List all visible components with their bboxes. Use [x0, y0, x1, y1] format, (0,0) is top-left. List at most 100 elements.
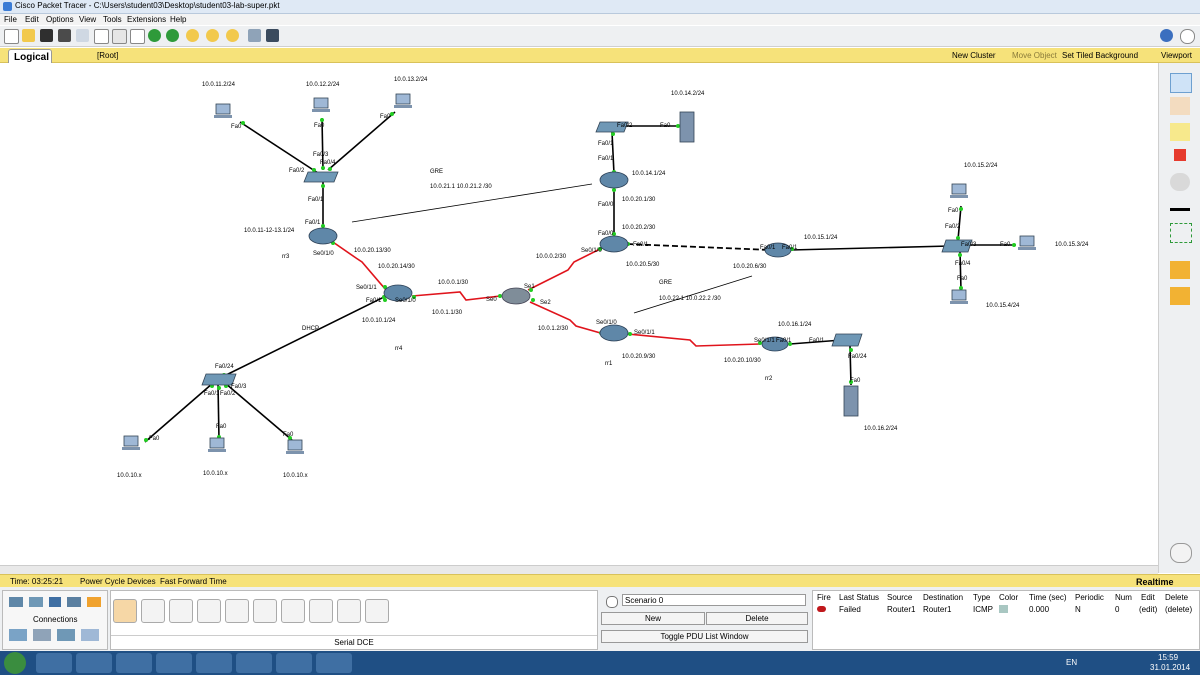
end-devices-icon[interactable] — [9, 629, 27, 641]
console-cable-icon[interactable] — [141, 599, 165, 623]
move-layout-icon[interactable] — [1170, 97, 1190, 115]
wan-emulation-icon[interactable] — [33, 629, 51, 641]
root-label[interactable]: [Root] — [97, 51, 119, 60]
simple-pdu-icon[interactable] — [1170, 261, 1190, 279]
routers-icon[interactable] — [9, 597, 23, 607]
taskbar-ie-icon[interactable] — [36, 653, 72, 673]
horizontal-scrollbar[interactable] — [0, 565, 1158, 574]
pdu-color-swatch — [999, 605, 1008, 613]
move-object-button[interactable]: Move Object — [1012, 51, 1057, 60]
taskbar-explorer-icon[interactable] — [76, 653, 112, 673]
fast-forward-button[interactable]: Fast Forward Time — [160, 577, 227, 586]
select-tool-icon[interactable] — [1170, 73, 1192, 93]
menu-tools[interactable]: Tools — [103, 15, 122, 24]
power-cycle-button[interactable]: Power Cycle Devices — [80, 577, 156, 586]
straight-through-icon[interactable] — [169, 599, 193, 623]
undo-icon[interactable] — [130, 29, 145, 44]
zoom-out-icon[interactable] — [226, 29, 239, 42]
port-label: Se1 — [524, 284, 535, 290]
taskbar-window-icon[interactable] — [236, 653, 272, 673]
new-cluster-button[interactable]: New Cluster — [952, 51, 996, 60]
palette-icon[interactable] — [248, 29, 261, 42]
connections-icon[interactable] — [87, 597, 101, 607]
wireless-icon[interactable] — [67, 597, 81, 607]
taskbar-firefox-icon[interactable] — [276, 653, 312, 673]
header-type: Type — [973, 593, 991, 602]
help-icon[interactable] — [1180, 29, 1195, 44]
cable-rr4-sw4 — [219, 295, 387, 379]
print-icon[interactable] — [58, 29, 71, 42]
custom-device-icon[interactable] — [266, 29, 279, 42]
cable-rr2-sw5 — [789, 339, 843, 345]
serial-dce-icon[interactable] — [309, 599, 333, 623]
copy-icon[interactable] — [94, 29, 109, 44]
custom-devices-icon[interactable] — [57, 629, 75, 641]
menu-help[interactable]: Help — [170, 15, 187, 24]
place-note-icon[interactable] — [1170, 123, 1190, 141]
auto-connect-icon[interactable] — [113, 599, 137, 623]
inspect-icon[interactable] — [1170, 173, 1190, 191]
port-label: Se0/1/1 — [356, 285, 377, 291]
zoom-reset-icon[interactable] — [166, 29, 179, 42]
port-label: Se0/1/1 — [634, 330, 655, 336]
fire-indicator-icon[interactable] — [817, 606, 826, 612]
cable-sw4-pc8 — [217, 383, 220, 441]
activity-wizard-icon[interactable] — [76, 29, 89, 42]
ip-rr4-lan: 10.0.10.1/24 — [362, 318, 396, 324]
fiber-icon[interactable] — [225, 599, 249, 623]
pdu-delete-link[interactable]: (delete) — [1165, 605, 1193, 614]
new-file-icon[interactable] — [4, 29, 19, 44]
open-folder-icon[interactable] — [22, 29, 35, 42]
resize-shape-icon[interactable] — [1170, 223, 1192, 243]
taskbar-cmd-icon[interactable] — [156, 653, 192, 673]
logical-canvas[interactable]: 10.0.11.2/24 10.0.12.2/24 10.0.13.2/24 1… — [0, 63, 1158, 565]
multiuser-icon[interactable] — [81, 629, 99, 641]
pdu-edit-link[interactable]: (edit) — [1139, 605, 1158, 614]
viewport-button[interactable]: Viewport — [1161, 51, 1192, 60]
octal-cable-icon[interactable] — [365, 599, 389, 623]
menu-options[interactable]: Options — [46, 15, 74, 24]
toggle-pdu-list-button[interactable]: Toggle PDU List Window — [601, 630, 808, 643]
crossover-icon[interactable] — [197, 599, 221, 623]
ip-rr3-lan: 10.0.11-12-13.1/24 — [244, 228, 295, 234]
scenario-select[interactable]: Scenario 0 — [622, 594, 806, 606]
coaxial-icon[interactable] — [281, 599, 305, 623]
port-label: Fa0 — [850, 378, 861, 384]
save-icon[interactable] — [40, 29, 53, 42]
ip-rr2-wan: 10.0.20.10/30 — [724, 358, 761, 364]
switches-icon[interactable] — [29, 597, 43, 607]
menu-file[interactable]: File — [4, 15, 17, 24]
connection-caption: Serial DCE — [111, 635, 597, 650]
phone-cable-icon[interactable] — [253, 599, 277, 623]
serial-dte-icon[interactable] — [337, 599, 361, 623]
taskbar-media-icon[interactable] — [116, 653, 152, 673]
language-indicator[interactable]: EN — [1066, 658, 1078, 667]
realtime-label[interactable]: Realtime — [1136, 577, 1174, 587]
hubs-icon[interactable] — [49, 597, 61, 607]
info-icon[interactable] — [1160, 29, 1173, 42]
port-label: Fa0/24 — [848, 354, 867, 360]
zoom-in-icon[interactable] — [186, 29, 199, 42]
set-tiled-background-button[interactable]: Set Tiled Background — [1062, 51, 1139, 60]
complex-pdu-icon[interactable] — [1170, 287, 1190, 305]
menu-view[interactable]: View — [79, 15, 97, 24]
redo-icon[interactable] — [148, 29, 161, 42]
port-label: Se0/1/0 — [596, 320, 617, 326]
delete-scenario-button[interactable]: Delete — [706, 612, 808, 625]
paste-icon[interactable] — [112, 29, 127, 44]
new-scenario-button[interactable]: New — [601, 612, 705, 625]
serial-rr3-rr4 — [329, 239, 387, 291]
taskbar-packet-tracer-icon[interactable] — [196, 653, 232, 673]
menu-extensions[interactable]: Extensions — [127, 15, 167, 24]
menu-edit[interactable]: Edit — [25, 15, 39, 24]
port-label: Se0 — [486, 297, 497, 303]
port-label: Fa0/1 — [809, 338, 825, 344]
taskbar-network-icon[interactable] — [316, 653, 352, 673]
cable-pc6-sw3 — [959, 251, 962, 291]
realtime-clock-icon[interactable] — [1170, 543, 1192, 563]
delete-icon[interactable] — [1174, 149, 1186, 161]
start-button-icon[interactable] — [4, 652, 26, 674]
zoom-fit-icon[interactable] — [206, 29, 219, 42]
draw-line-icon[interactable] — [1170, 208, 1190, 211]
scenario-info-icon[interactable] — [606, 596, 618, 608]
